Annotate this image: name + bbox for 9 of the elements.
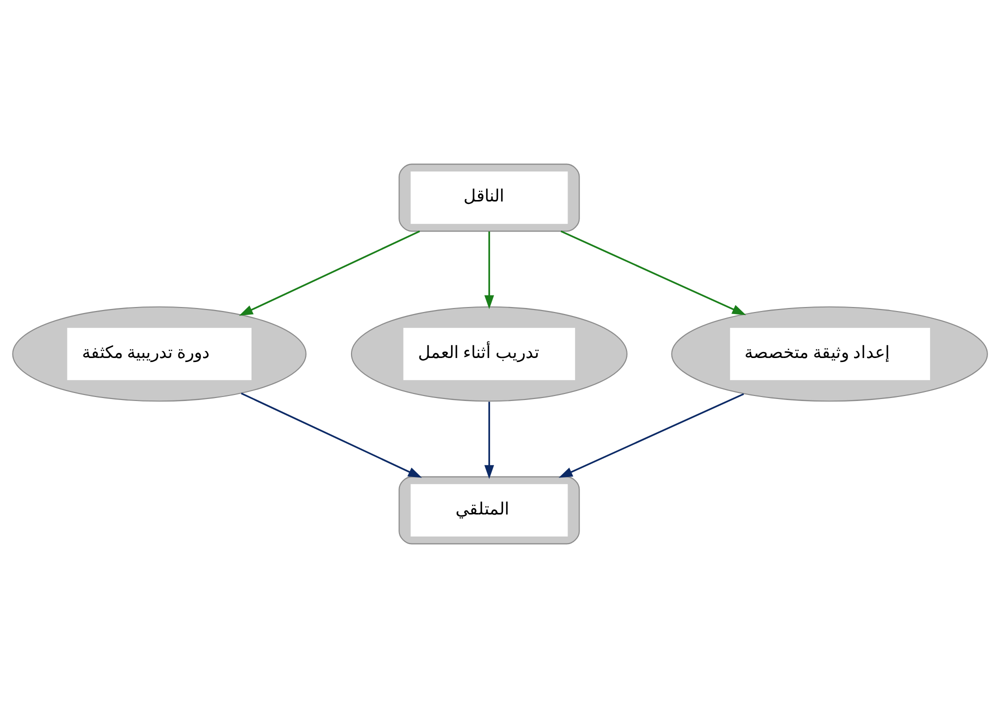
arrow bbox=[240, 392, 422, 478]
arrow bbox=[558, 393, 744, 478]
arrow bbox=[484, 402, 494, 479]
arrow bbox=[560, 230, 746, 316]
node-ellipse: تدريب أثناء العمل bbox=[350, 306, 628, 402]
arrow bbox=[239, 230, 420, 316]
arrow bbox=[484, 231, 494, 310]
node-box: الناقل bbox=[398, 164, 580, 232]
node-box: المتلقي bbox=[398, 476, 580, 544]
